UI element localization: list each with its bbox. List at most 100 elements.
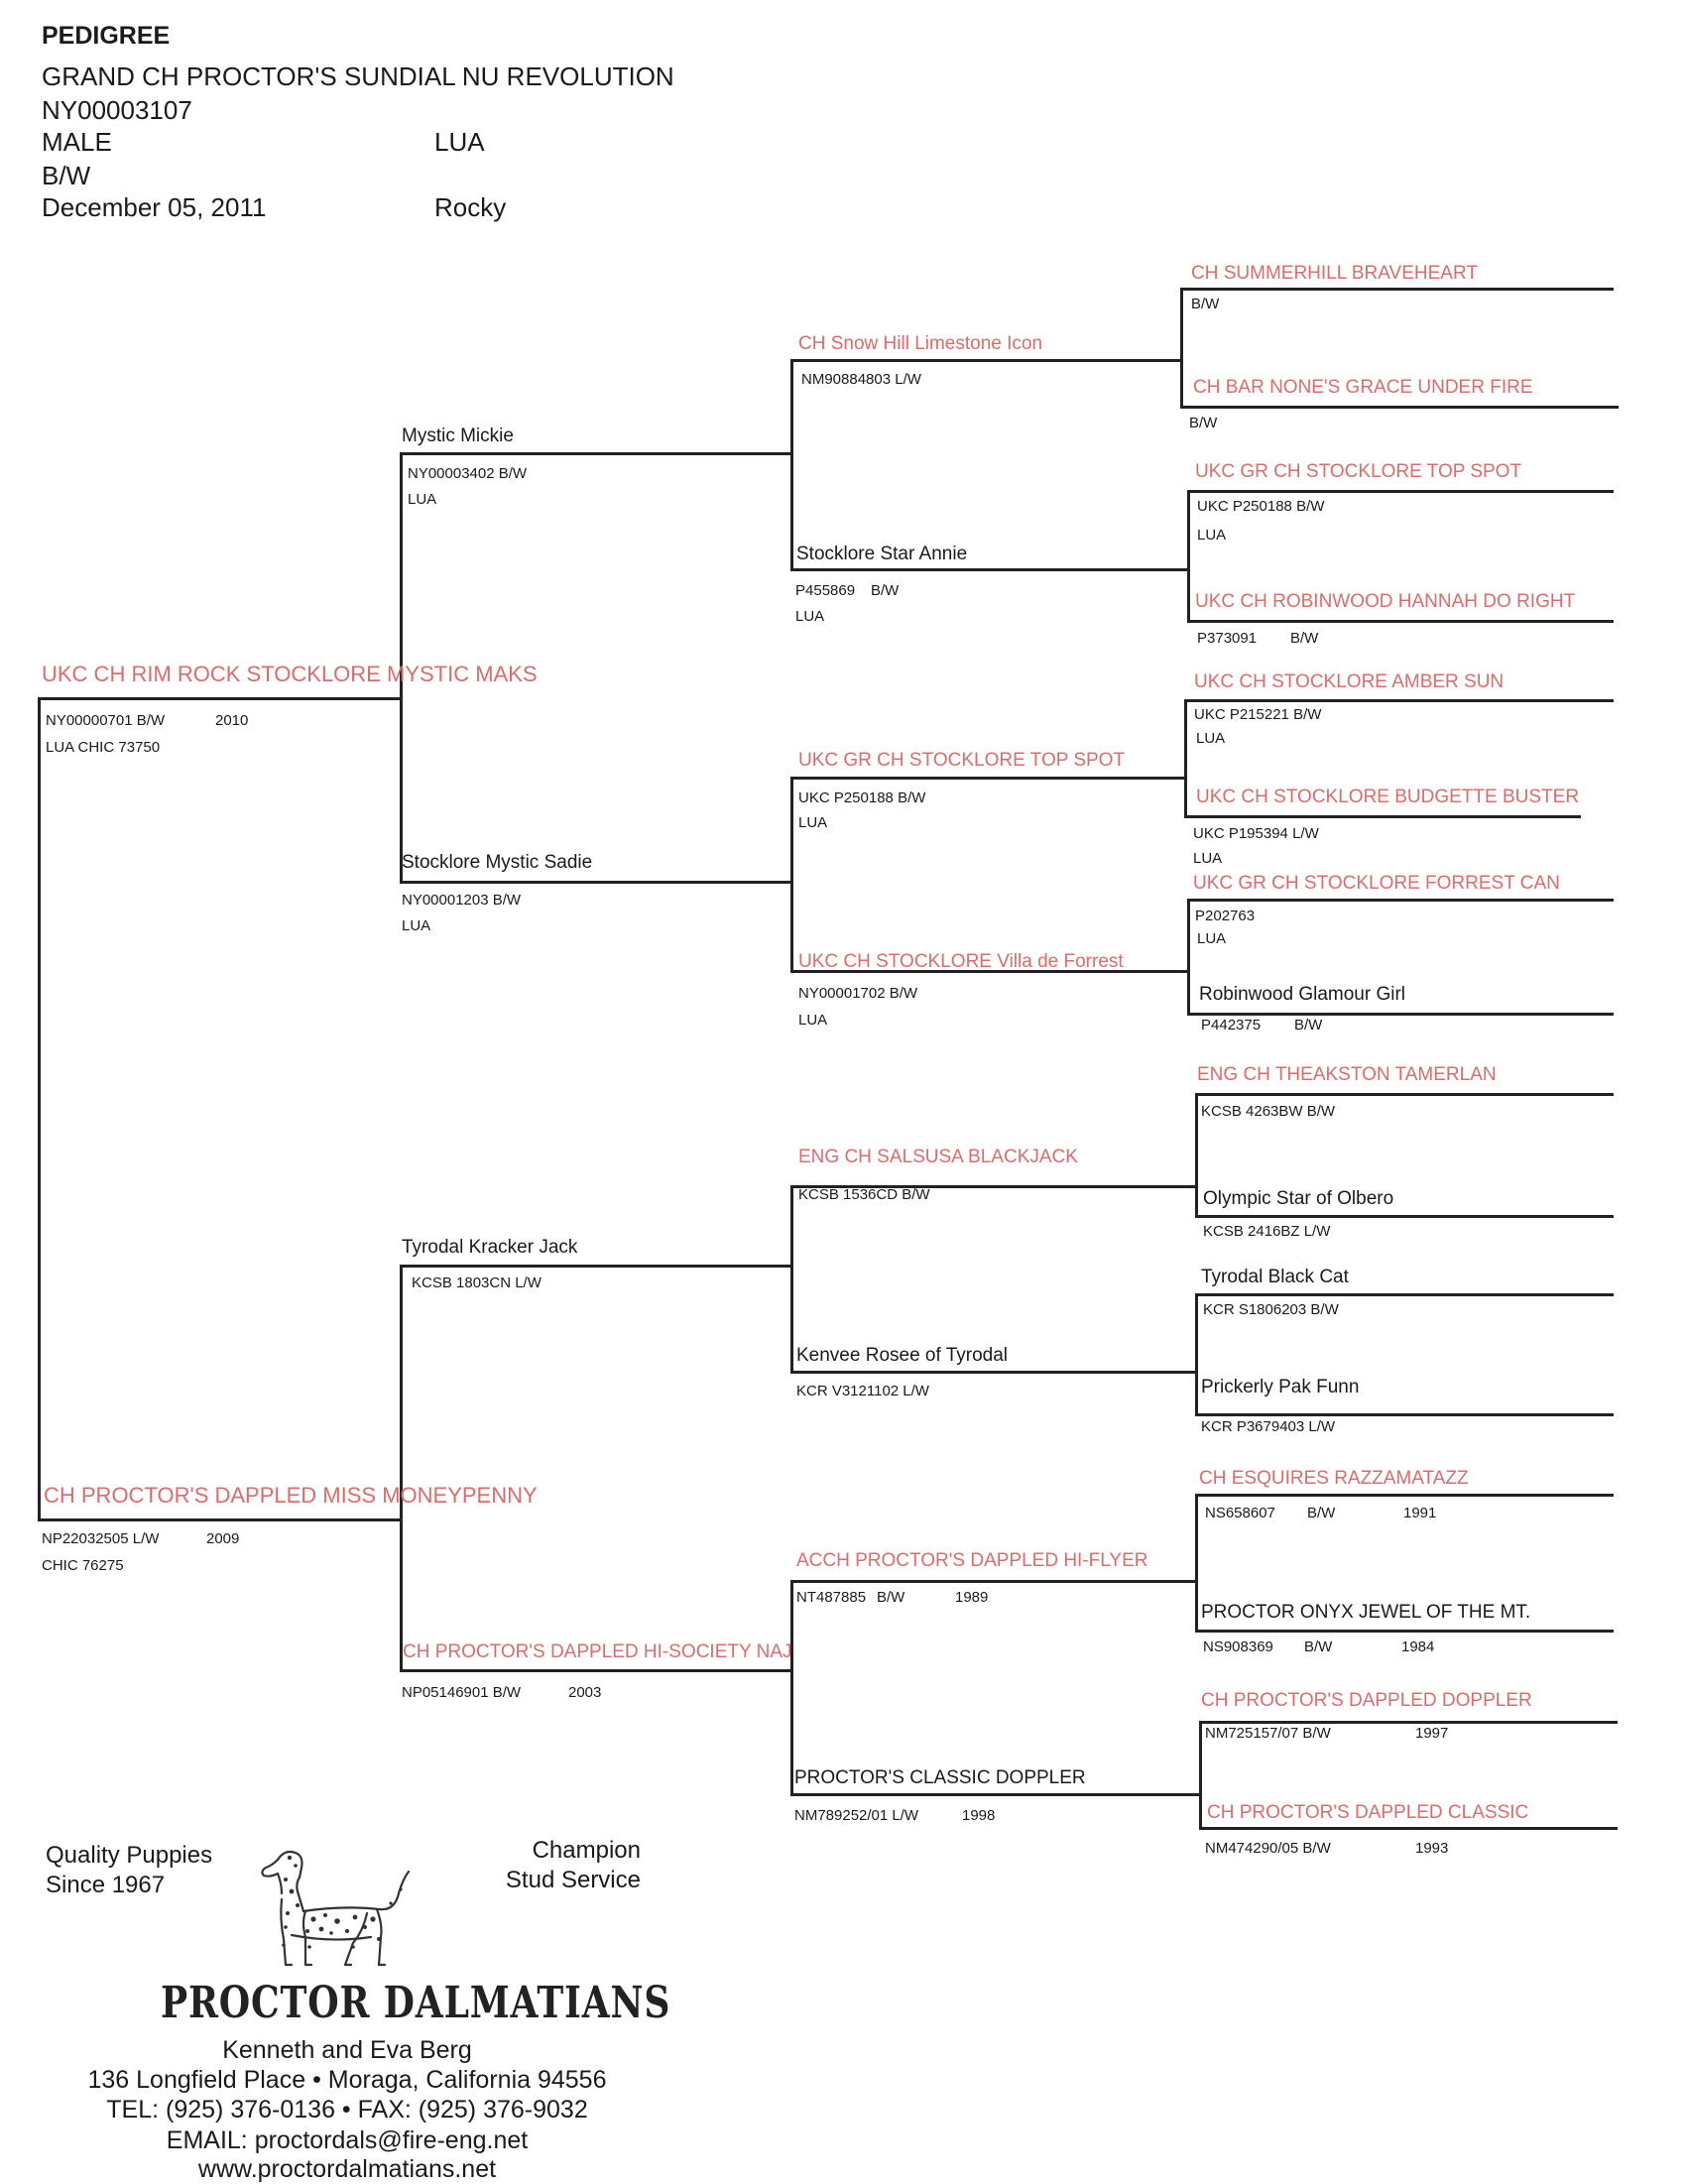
gen4-m-color: B/W — [1307, 1505, 1336, 1521]
gen3-e-name: ENG CH SALSUSA BLACKJACK — [798, 1147, 1078, 1167]
sire-details: LUA CHIC 73750 — [46, 739, 161, 756]
gen4-j-name: Olympic Star of Olbero — [1203, 1188, 1394, 1209]
brand-logo-text: PROCTOR DALMATIANS — [161, 1978, 671, 2028]
gen4-b-details: B/W — [1189, 415, 1218, 431]
dam-year: 2009 — [206, 1530, 240, 1547]
gen4-n-registration: NS908369 — [1203, 1638, 1273, 1655]
sire-name: UKC CH RIM ROCK STOCKLORE MYSTIC MAKS — [42, 662, 538, 686]
gen4-h-color: B/W — [1294, 1017, 1323, 1033]
gen2-b-registration: NY00001203 B/W — [402, 892, 522, 909]
tagline-left-line1: Quality Puppies — [46, 1842, 213, 1869]
address: 136 Longfield Place • Moraga, California… — [87, 2066, 607, 2094]
sex: MALE — [42, 127, 112, 157]
gen4-k-registration: KCR S1806203 B/W — [1203, 1301, 1339, 1318]
gen4-g-registration: P202763 — [1195, 908, 1256, 924]
sire-registration: NY00000701 B/W — [46, 712, 166, 729]
gen3-d-registration: NY00001702 B/W — [798, 985, 918, 1002]
sire-year: 2010 — [215, 712, 249, 729]
registration-number: NY00003107 — [42, 95, 192, 125]
gen4-c-registration: UKC P250188 B/W — [1197, 498, 1325, 515]
gen4-l-registration: KCR P3679403 L/W — [1201, 1418, 1336, 1435]
tagline-left: Quality Puppies Since 1967 — [46, 1841, 212, 1900]
gen2-c-registration: KCSB 1803CN L/W — [412, 1274, 542, 1291]
gen3-d-name: UKC CH STOCKLORE Villa de Forrest — [798, 951, 1124, 972]
gen2-b-details: LUA — [402, 917, 431, 934]
gen2-d-registration: NP05146901 B/W — [402, 1684, 522, 1701]
tagline-left-line2: Since 1967 — [46, 1872, 166, 1898]
gen2-a-name: Mystic Mickie — [402, 425, 514, 446]
gen4-p-year: 1993 — [1415, 1840, 1449, 1857]
gen4-m-registration: NS658607 — [1205, 1505, 1275, 1521]
website[interactable]: www.proctordalmatians.net — [197, 2155, 497, 2183]
gen3-c-details: LUA — [798, 814, 828, 831]
gen3-a-name: CH Snow Hill Limestone Icon — [798, 333, 1043, 354]
gen4-d-color: B/W — [1290, 630, 1319, 647]
gen4-d-registration: P373091 — [1197, 630, 1258, 647]
gen3-h-name: PROCTOR'S CLASSIC DOPPLER — [794, 1767, 1086, 1788]
tagline-right-line1: Champion — [532, 1837, 641, 1864]
gen4-o-registration: NM725157/07 B/W — [1205, 1725, 1331, 1742]
gen4-e-details: LUA — [1196, 730, 1226, 747]
phone-fax: TEL: (925) 376-0136 • FAX: (925) 376-903… — [106, 2096, 588, 2123]
dam-details: CHIC 76275 — [42, 1557, 124, 1574]
gen3-g-registration: NT487885 — [796, 1589, 867, 1606]
gen4-c-details: LUA — [1197, 527, 1227, 544]
gen3-f-registration: KCR V3121102 L/W — [796, 1383, 929, 1399]
date-of-birth: December 05, 2011 — [42, 192, 267, 222]
doc-type: PEDIGREE — [42, 22, 171, 50]
dam-name: CH PROCTOR'S DAPPLED MISS MONEYPENNY — [44, 1483, 538, 1508]
gen4-k-name: Tyrodal Black Cat — [1201, 1267, 1349, 1287]
dog-name: GRAND CH PROCTOR'S SUNDIAL NU REVOLUTION — [42, 61, 674, 91]
gen4-a-details: B/W — [1191, 296, 1220, 312]
gen4-i-name: ENG CH THEAKSTON TAMERLAN — [1197, 1064, 1497, 1085]
gen4-f-name: UKC CH STOCKLORE BUDGETTE BUSTER — [1196, 787, 1580, 807]
gen4-m-year: 1991 — [1403, 1505, 1437, 1521]
gen2-c-name: Tyrodal Kracker Jack — [402, 1237, 578, 1258]
dalmatian-dog-icon — [261, 1850, 411, 1967]
gen3-h-year: 1998 — [962, 1807, 996, 1824]
gen4-n-color: B/W — [1304, 1638, 1333, 1655]
lua-status: LUA — [434, 127, 485, 157]
gen4-i-registration: KCSB 4263BW B/W — [1201, 1103, 1336, 1120]
gen3-a-registration: NM90884803 L/W — [801, 371, 921, 388]
tagline-right-line2: Stud Service — [505, 1867, 641, 1893]
gen4-n-year: 1984 — [1401, 1638, 1435, 1655]
gen3-b-color: B/W — [871, 582, 900, 599]
gen3-b-details: LUA — [795, 608, 825, 625]
gen4-n-name: PROCTOR ONYX JEWEL OF THE MT. — [1201, 1602, 1531, 1623]
gen2-d-year: 2003 — [568, 1684, 602, 1701]
gen3-d-details: LUA — [798, 1012, 828, 1029]
gen4-j-registration: KCSB 2416BZ L/W — [1203, 1223, 1331, 1240]
gen4-f-details: LUA — [1193, 850, 1223, 867]
gen4-l-name: Prickerly Pak Funn — [1201, 1377, 1360, 1397]
email[interactable]: EMAIL: proctordals@fire-eng.net — [166, 2126, 529, 2154]
gen4-e-registration: UKC P215221 B/W — [1194, 706, 1322, 723]
gen4-g-details: LUA — [1197, 930, 1227, 947]
gen4-g-name: UKC GR CH STOCKLORE FORREST CAN — [1193, 873, 1560, 894]
gen4-c-name: UKC GR CH STOCKLORE TOP SPOT — [1195, 461, 1522, 482]
gen4-h-name: Robinwood Glamour Girl — [1199, 984, 1406, 1005]
owners: Kenneth and Eva Berg — [222, 2036, 472, 2064]
gen3-g-color: B/W — [877, 1589, 905, 1606]
gen3-b-name: Stocklore Star Annie — [796, 544, 968, 564]
gen4-o-year: 1997 — [1415, 1725, 1449, 1742]
gen3-e-registration: KCSB 1536CD B/W — [798, 1186, 930, 1203]
gen2-a-registration: NY00003402 B/W — [408, 465, 528, 482]
gen3-g-year: 1989 — [955, 1589, 989, 1606]
gen4-p-registration: NM474290/05 B/W — [1205, 1840, 1331, 1857]
dam-registration: NP22032505 L/W — [42, 1530, 160, 1547]
call-name: Rocky — [434, 192, 507, 222]
gen4-m-name: CH ESQUIRES RAZZAMATAZZ — [1199, 1468, 1469, 1489]
gen4-b-name: CH BAR NONE'S GRACE UNDER FIRE — [1193, 377, 1533, 398]
gen3-b-registration: P455869 — [795, 582, 856, 599]
gen4-o-name: CH PROCTOR'S DAPPLED DOPPLER — [1201, 1690, 1532, 1711]
gen3-h-registration: NM789252/01 L/W — [794, 1807, 919, 1824]
color: B/W — [42, 161, 91, 190]
gen4-d-name: UKC CH ROBINWOOD HANNAH DO RIGHT — [1195, 591, 1576, 612]
gen3-g-name: ACCH PROCTOR'S DAPPLED HI-FLYER — [796, 1550, 1148, 1571]
gen3-c-name: UKC GR CH STOCKLORE TOP SPOT — [798, 750, 1126, 771]
gen2-a-details: LUA — [408, 491, 437, 508]
tagline-right: Champion Stud Service — [492, 1836, 641, 1895]
gen3-f-name: Kenvee Rosee of Tyrodal — [796, 1345, 1009, 1366]
gen3-c-registration: UKC P250188 B/W — [798, 789, 926, 806]
